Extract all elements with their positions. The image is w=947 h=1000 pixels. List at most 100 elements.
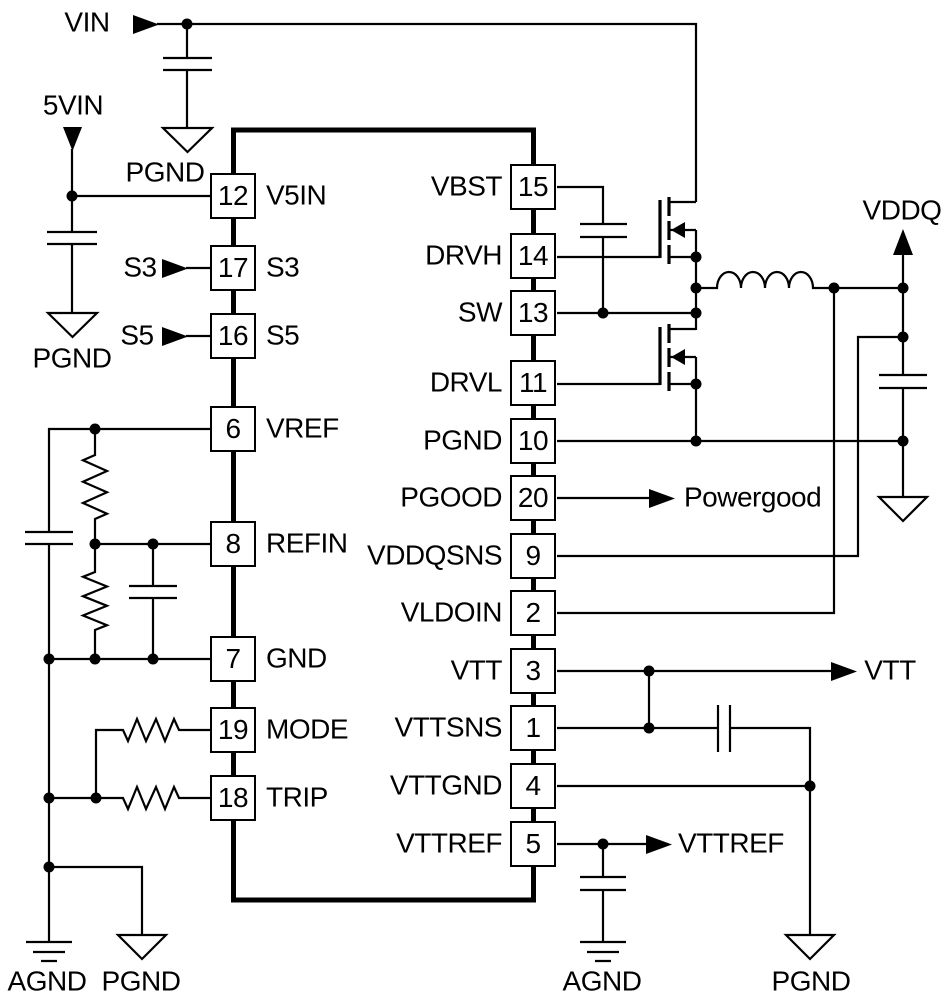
vddqsns-net [557, 331, 909, 558]
powergood-arrow-icon [649, 489, 675, 508]
trip-resistor [49, 784, 210, 812]
pin-name-sw: SW [457, 296, 503, 328]
s5-arrow-icon [162, 327, 188, 346]
vin-arrow-icon [133, 15, 159, 34]
pin-box-pgnd: 10 [510, 418, 556, 464]
pgnd-branch-bottom-left [49, 865, 169, 961]
inductor [690, 270, 909, 294]
pin-number: 5 [525, 828, 541, 859]
pin-number: 10 [517, 425, 549, 456]
pin-name-s3: S3 [266, 251, 300, 283]
agnd-earth-icon [580, 940, 626, 963]
pin-number: 7 [225, 643, 241, 674]
pin-name-vttsns: VTTSNS [394, 711, 503, 743]
pin-box-vttsns: 1 [510, 705, 556, 751]
pgnd-triangle-icon [876, 495, 930, 523]
vtt-output [557, 662, 857, 734]
pin-number: 13 [517, 297, 549, 328]
net-label-pgnd-bottom-left: PGND [101, 965, 181, 997]
trip-resistor-net [49, 784, 210, 812]
pin-number: 15 [517, 171, 549, 202]
gnd-net [49, 653, 210, 665]
pin-number: 12 [217, 180, 249, 211]
mode-resistor-net [94, 716, 210, 798]
pgood-output [557, 489, 675, 508]
vref-network [25, 423, 210, 546]
pgnd-power-net [557, 435, 909, 447]
net-label-5vin: 5VIN [42, 89, 104, 121]
vref-refin-resistor [80, 429, 110, 544]
mosfet-body-arrow-icon [671, 349, 685, 365]
pin-number: 16 [217, 320, 249, 351]
pin-number: 6 [225, 413, 241, 444]
pin-name-drvl: DRVL [429, 366, 503, 398]
pin-number: 9 [525, 540, 541, 571]
pin-box-trip: 18 [210, 775, 256, 821]
pin-number: 2 [525, 597, 541, 628]
pgnd-triangle-icon [160, 126, 215, 154]
vtt-arrow-icon [831, 662, 857, 681]
vin-input-net [133, 15, 698, 202]
vbst-bootstrap-net [557, 185, 627, 319]
pin-box-drvl: 11 [510, 360, 556, 406]
pin-name-vddqsns: VDDQSNS [367, 539, 502, 571]
pin-name-gnd: GND [266, 642, 327, 674]
pin-number: 14 [517, 240, 549, 271]
vttref-arrow-icon [646, 835, 672, 854]
vttref-capacitor [580, 844, 626, 942]
vttsns-net [557, 705, 812, 786]
pin-number: 11 [518, 367, 548, 398]
pin-box-sw: 13 [510, 290, 556, 336]
pin-box-drvh: 14 [510, 233, 556, 279]
pin-name-vtt: VTT [450, 654, 503, 686]
pin-number: 17 [217, 252, 249, 283]
refin-capacitor [129, 544, 177, 659]
pin-box-pgood: 20 [510, 475, 556, 521]
pin-box-vldoin: 2 [510, 590, 556, 636]
pin-number: 1 [525, 712, 541, 743]
pgnd-triangle-icon [115, 933, 169, 961]
vddq-capacitor [879, 253, 927, 497]
pin-box-vtt: 3 [510, 648, 556, 694]
pin-box-vttgnd: 4 [510, 763, 556, 809]
vin-capacitor [163, 24, 212, 128]
high-side-mosfet [557, 197, 702, 330]
pin-name-s5: S5 [266, 319, 300, 351]
net-label-powergood: Powergood [684, 481, 822, 513]
vttref-net [557, 835, 672, 963]
pgnd-triangle-icon [783, 933, 837, 961]
pin-box-vddqsns: 9 [510, 533, 556, 579]
s3-arrow-icon [162, 259, 188, 278]
pin-name-pgood: PGOOD [400, 481, 502, 513]
mode-resistor [94, 716, 210, 798]
s3-input [162, 259, 210, 278]
pin-number: 4 [525, 770, 541, 801]
pin-box-vbst: 15 [510, 164, 556, 210]
pin-number: 18 [217, 782, 249, 813]
vldoin-net [557, 288, 836, 615]
pin-number: 3 [525, 655, 541, 686]
net-label-pgnd-top: PGND [125, 156, 205, 188]
pin-box-refin: 8 [210, 521, 256, 567]
refin-network [80, 538, 210, 659]
pin-name-vttref: VTTREF [396, 827, 502, 859]
5vin-capacitor [47, 149, 97, 313]
5vin-arrow-icon [63, 127, 82, 151]
refin-gnd-resistor [80, 544, 110, 659]
low-side-mosfet [557, 324, 702, 447]
vddq-arrow-icon [893, 229, 913, 255]
pin-number: 20 [517, 482, 549, 513]
net-label-vin: VIN [64, 6, 110, 38]
pin-name-mode: MODE [266, 713, 349, 745]
pin-name-vbst: VBST [430, 170, 503, 202]
pin-name-pgnd: PGND [423, 424, 502, 456]
pgnd-triangle-icon [45, 311, 100, 339]
pin-name-vref: VREF [266, 412, 339, 444]
pin-box-v5in: 12 [210, 173, 256, 219]
vddq-output [876, 229, 930, 523]
agnd-earth-icon [26, 940, 72, 963]
pin-number: 19 [217, 714, 249, 745]
net-label-vttref: VTTREF [678, 827, 784, 859]
